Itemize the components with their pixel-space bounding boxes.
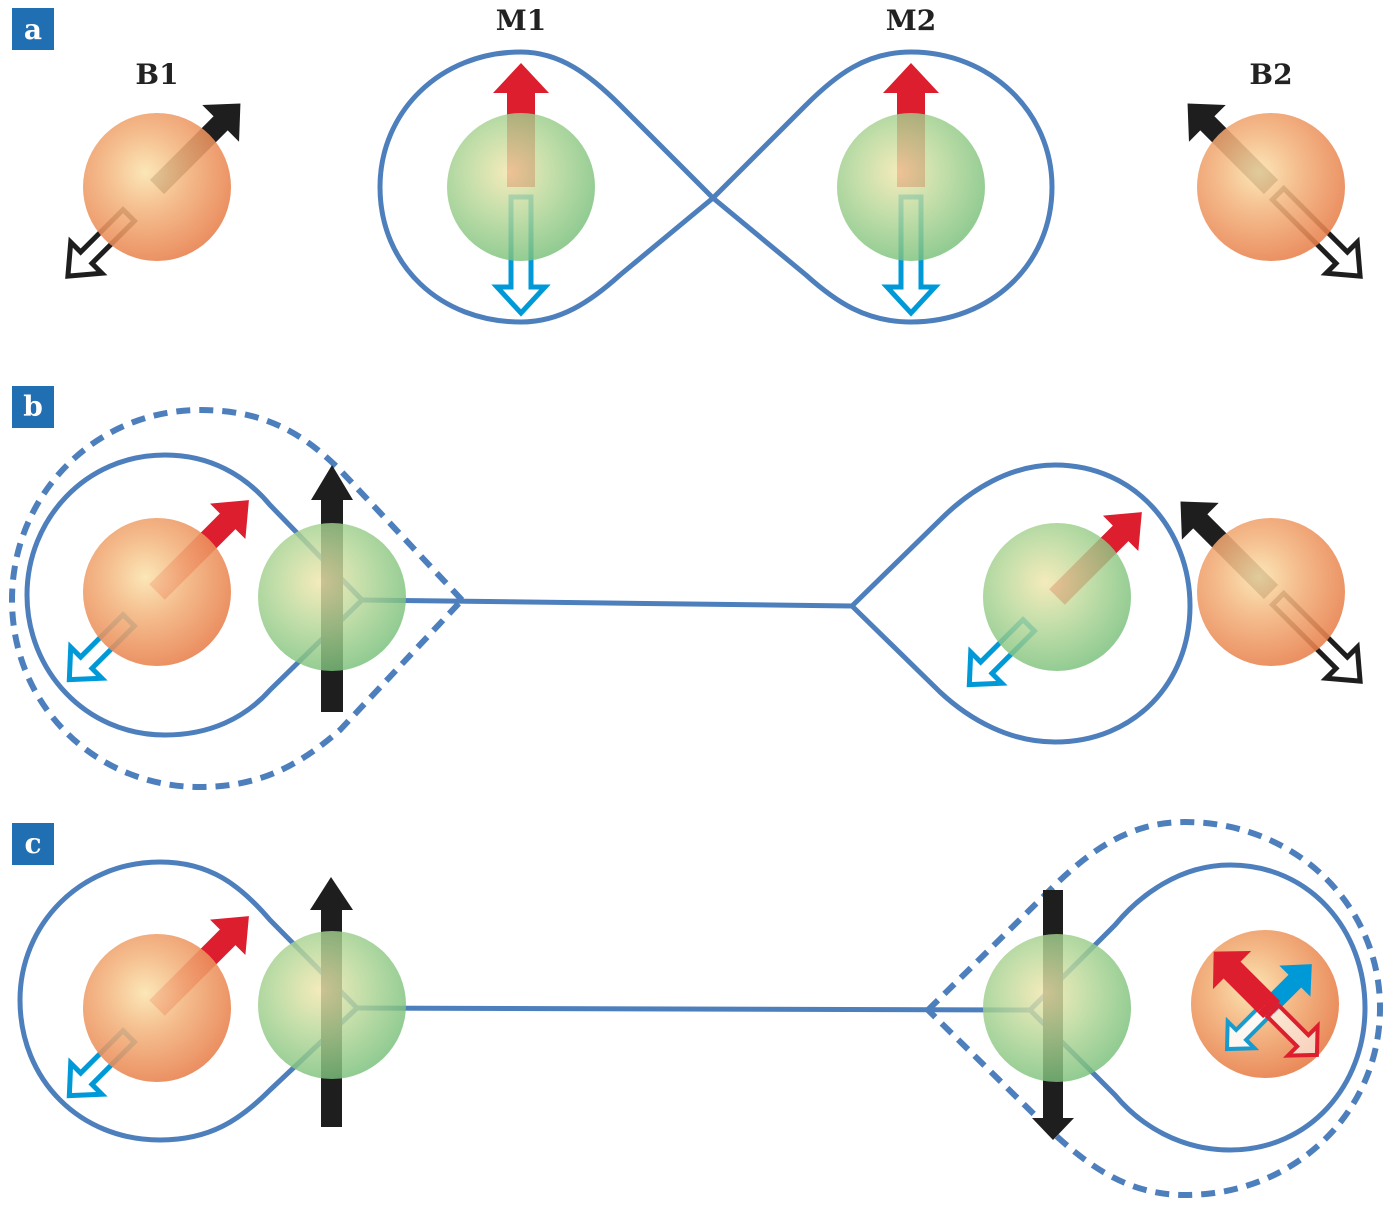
green-sphere <box>258 931 406 1079</box>
atom-c-left-green <box>258 877 406 1127</box>
panel-a: a B1 M1 M2 B2 <box>12 4 1363 325</box>
atom-m1 <box>447 63 595 317</box>
panel-c: c <box>12 818 1384 1199</box>
atom-b-left-orange <box>66 500 249 683</box>
spin-up-red-icon <box>1212 950 1275 1013</box>
orange-sphere <box>83 518 231 666</box>
atom-c-right-orange <box>1191 930 1339 1078</box>
atom-label-m2: M2 <box>886 4 936 37</box>
crossed-red-arrow <box>1212 950 1320 1058</box>
panel-label-a-box <box>12 8 54 50</box>
spin-down-hollow-blue-icon <box>1224 1003 1273 1052</box>
atom-b-left-green <box>258 465 406 712</box>
spin-down-hollow-red-icon <box>1264 1002 1320 1058</box>
atom-label-m1: M1 <box>496 4 546 37</box>
green-sphere <box>983 934 1131 1082</box>
orange-sphere <box>1197 113 1345 261</box>
panel-label-b-box <box>12 386 54 428</box>
green-sphere <box>837 113 985 261</box>
orange-sphere <box>83 113 231 261</box>
right-solid-loop <box>849 462 1193 745</box>
right-solid-loop <box>1027 862 1368 1153</box>
right-dashed-loop <box>925 818 1384 1199</box>
atom-b1 <box>65 103 241 279</box>
green-sphere <box>258 523 406 671</box>
orange-sphere <box>1197 518 1345 666</box>
atom-c-right-green <box>983 890 1131 1140</box>
bond-line <box>354 1005 1033 1013</box>
atom-label-b2: B2 <box>1249 58 1292 91</box>
panel-label-b: b <box>23 390 43 423</box>
bond-line <box>359 597 855 609</box>
atom-b2 <box>1187 103 1363 279</box>
green-sphere <box>983 523 1131 671</box>
left-solid-loop <box>17 859 360 1143</box>
orange-sphere <box>83 934 231 1082</box>
left-solid-loop <box>24 452 365 738</box>
left-dashed-loop <box>8 406 465 791</box>
atom-b-right-green <box>966 512 1142 688</box>
atom-b-right-orange <box>1180 501 1363 684</box>
panel-label-a: a <box>24 13 42 46</box>
figure-eight-loop <box>377 49 1055 325</box>
atom-m2 <box>837 63 985 317</box>
panel-label-c-box <box>12 823 54 865</box>
green-sphere <box>447 113 595 261</box>
panel-b: b <box>8 386 1363 791</box>
panel-label-c: c <box>24 827 41 860</box>
atom-label-b1: B1 <box>135 58 178 91</box>
atom-c-left-orange <box>66 916 249 1099</box>
